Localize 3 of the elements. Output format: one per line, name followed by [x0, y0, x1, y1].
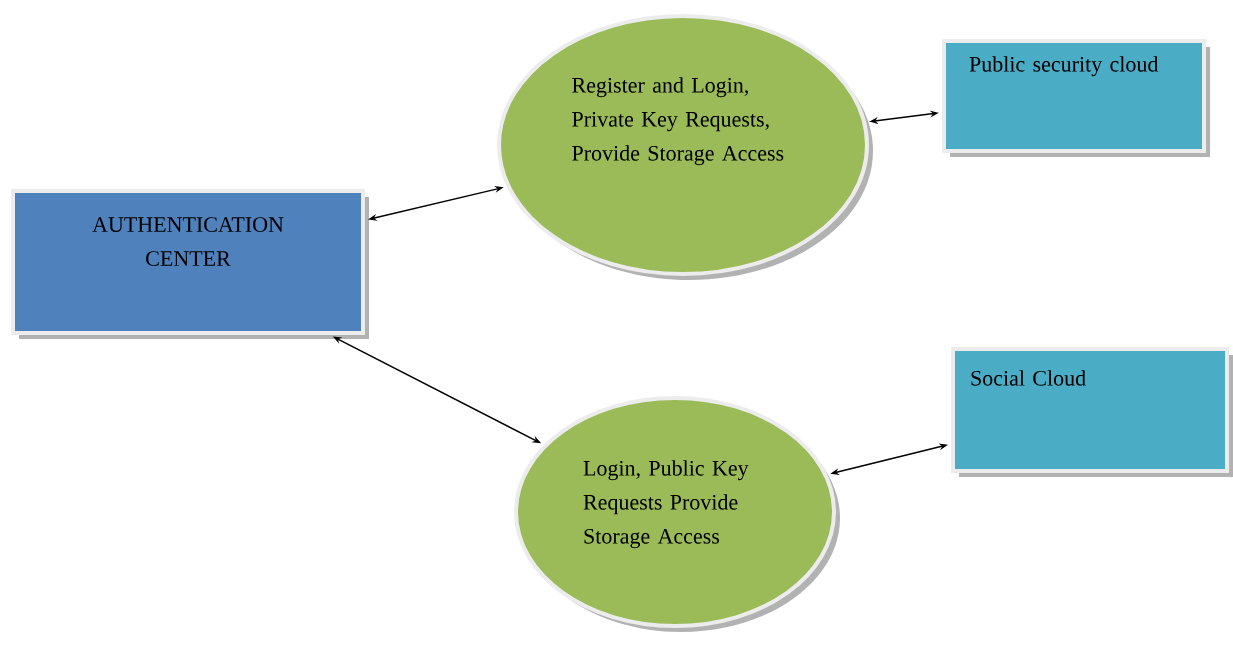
process-box: Public security cloud — [942, 39, 1210, 157]
process-box: AUTHENTICATION CENTER — [11, 189, 369, 339]
process-box: Social Cloud — [951, 347, 1233, 477]
